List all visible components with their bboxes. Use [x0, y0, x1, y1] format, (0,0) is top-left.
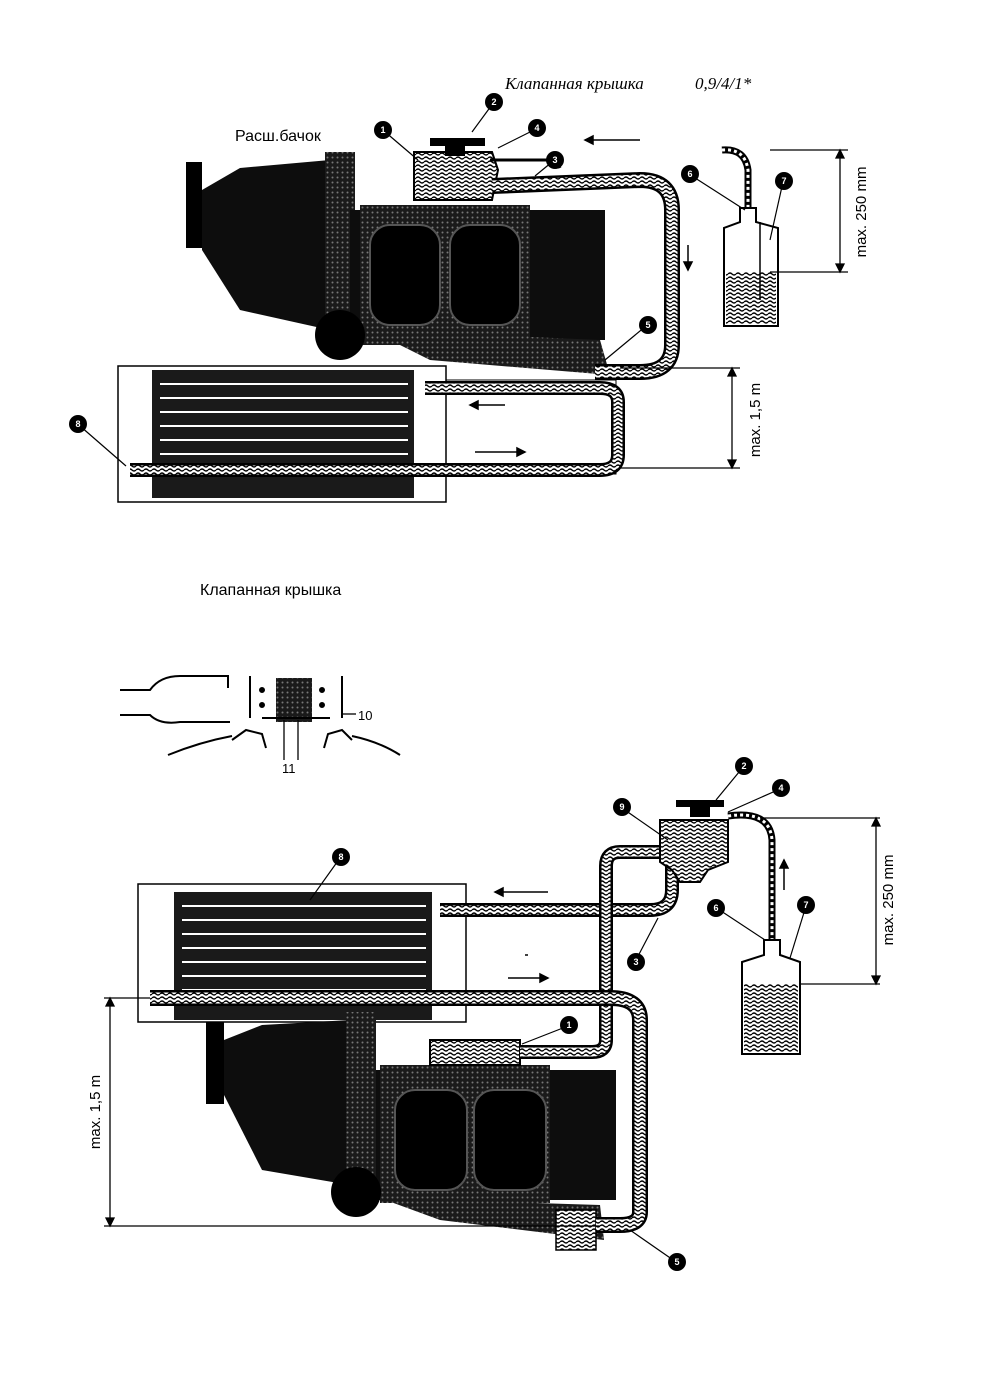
bottom-dim-15m: max. 1,5 m [87, 1075, 104, 1149]
top-callout-3: 3 [546, 151, 564, 169]
bottom-callout-5: 5 [668, 1253, 686, 1271]
bottom-callout-8: 8 [332, 848, 350, 866]
top-diagram: max. 250 mm max. 1,5 m 1 2 4 3 6 7 5 8 [69, 93, 870, 503]
svg-text:6: 6 [713, 903, 718, 913]
bottom-expansion-tank [659, 800, 729, 883]
top-callout-5: 5 [639, 316, 657, 334]
svg-text:5: 5 [645, 320, 650, 330]
svg-text:8: 8 [338, 852, 343, 862]
bottom-callout-2: 2 [735, 757, 753, 775]
bottom-callout-3: 3 [627, 953, 645, 971]
detail-label-10: 10 [358, 708, 372, 723]
top-dim-250: max. 250 mm [853, 167, 870, 258]
svg-text:9: 9 [619, 802, 624, 812]
bottom-dim-250: max. 250 mm [880, 855, 897, 946]
top-callout-4: 4 [528, 119, 546, 137]
svg-text:1: 1 [566, 1020, 571, 1030]
detail-inset [120, 675, 401, 760]
top-engine [186, 152, 610, 375]
bottom-callout-9: 9 [613, 798, 631, 816]
svg-text:1: 1 [380, 125, 385, 135]
code-caption: 0,9/4/1* [695, 74, 752, 93]
svg-text:8: 8 [75, 419, 80, 429]
svg-text:3: 3 [552, 155, 557, 165]
bottom-overflow-bottle [741, 939, 801, 1055]
bottom-engine [206, 1012, 616, 1251]
expansion-tank-label: Расш.бачок [235, 128, 321, 145]
top-expansion-tank [413, 138, 500, 201]
bottom-callout-1: 1 [560, 1016, 578, 1034]
bottom-callout-6: 6 [707, 899, 725, 917]
top-callout-1: 1 [374, 121, 392, 139]
svg-text:2: 2 [491, 97, 496, 107]
top-callout-2: 2 [485, 93, 503, 111]
svg-text:5: 5 [674, 1257, 679, 1267]
top-callout-7: 7 [775, 172, 793, 190]
svg-text:6: 6 [687, 169, 692, 179]
top-callout-6: 6 [681, 165, 699, 183]
svg-text:4: 4 [534, 123, 539, 133]
valve-cover-caption-middle: Клапанная крышка [200, 582, 342, 599]
valve-cover-caption-top: Клапанная крышка [505, 74, 644, 93]
detail-label-11: 11 [282, 761, 296, 776]
top-callout-8: 8 [69, 415, 87, 433]
bottom-diagram: max. 250 mm max. 1,5 m 2 4 9 8 6 7 3 [87, 757, 897, 1271]
svg-text:3: 3 [633, 957, 638, 967]
top-dim-15m: max. 1,5 m [747, 383, 764, 457]
svg-text:4: 4 [778, 783, 783, 793]
bottom-callout-4: 4 [772, 779, 790, 797]
svg-text:7: 7 [803, 900, 808, 910]
svg-text:7: 7 [781, 176, 786, 186]
bottom-callout-7: 7 [797, 896, 815, 914]
svg-text:2: 2 [741, 761, 746, 771]
top-overflow-bottle [723, 207, 779, 327]
